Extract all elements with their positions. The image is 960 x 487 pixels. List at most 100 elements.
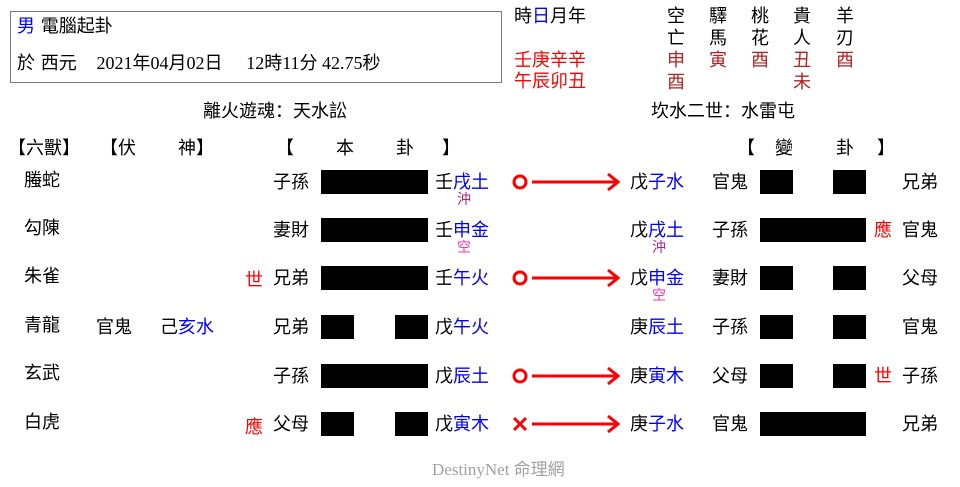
yin-line-left [760,266,793,290]
header-changed-mid1: 變 [775,138,793,159]
header-original-open: 【 [276,138,294,159]
changed-relation-right: 官鬼 [902,220,938,241]
yang-line [760,412,866,436]
changed-najia: 庚寅木 [630,366,684,387]
shi-mark: 世 [245,270,263,291]
changed-relation: 官鬼 [712,172,748,193]
header-line-2: 於 西元 2021年04月02日 12時11分 42.75秒 [17,52,381,75]
pillar-day: 日 [532,6,550,27]
moving-yang-arrow-icon [512,268,620,288]
yang-line [321,170,428,194]
changed-najia: 戊申金 [630,268,684,289]
changed-relation-right: 兄弟 [902,414,938,435]
yin-line-right [833,170,866,194]
pillar-month: 月 [550,6,568,27]
pillar-labels: 時日月年 [514,6,586,28]
changed-relation-right: 兄弟 [902,172,938,193]
ying-mark: 應 [874,220,892,241]
time: 12時11分 42.75秒 [246,53,381,73]
changed-relation: 父母 [712,366,748,387]
najia: 戊寅木 [435,414,489,435]
six-beast: 白虎 [24,412,60,433]
relation: 父母 [273,414,309,435]
relation: 兄弟 [273,317,309,338]
changed-relation-right: 官鬼 [902,317,938,338]
shensha-yangren: 羊 刃 酉 [836,6,854,71]
changed-hexagram-title: 坎水二世：水雷屯 [651,101,795,122]
pillar-branches: 午辰卯丑 [514,71,586,92]
yin-line-left [760,315,793,339]
six-beast: 青龍 [24,315,60,336]
moving-yang-arrow-icon [512,172,620,192]
pillar-stems: 壬庚辛辛 [514,50,586,71]
header-original-mid1: 本 [336,138,354,159]
changed-najia: 庚辰土 [630,317,684,338]
yin-line-right [833,266,866,290]
yin-line-right [395,412,428,436]
yin-line-left [760,170,793,194]
changed-najia: 戊戌土 [630,220,684,241]
shensha-taohua: 桃 花 酉 [751,6,769,71]
yin-line-left [321,412,354,436]
relation: 兄弟 [273,268,309,289]
changed-relation-right: 父母 [902,268,938,289]
header-hidden-close: 神】 [178,138,214,159]
footer-brand: DestinyNet 命理網 [432,460,565,479]
changed-najia: 戊子水 [630,172,684,193]
yang-line [321,364,428,388]
header-line-1: 男 電腦起卦 [17,16,113,38]
shi-mark: 世 [874,366,892,387]
chong-mark: 沖 [652,240,666,256]
header-hidden-open: 【伏 [100,138,136,159]
hidden-relation: 官鬼 [96,317,132,338]
najia: 壬午火 [435,268,489,289]
kong-mark: 空 [457,240,471,256]
najia: 壬戌土 [435,172,489,193]
header-changed-mid2: 卦 [836,138,854,159]
six-beast: 螣蛇 [24,170,60,191]
moving-yin-arrow-icon [512,414,620,434]
najia: 戊辰土 [435,366,489,387]
ying-mark: 應 [245,417,263,438]
yin-line-left [760,364,793,388]
original-hexagram-title: 離火遊魂：天水訟 [203,101,347,122]
changed-relation-right: 子孫 [902,366,938,387]
yang-line [760,218,866,242]
header-changed-close: 】 [877,138,895,159]
shensha-guiren: 貴 人 丑 未 [793,6,811,93]
yin-line-left [321,315,354,339]
pillar-hour: 時 [514,6,532,27]
relation: 子孫 [273,366,309,387]
header-original-close: 】 [442,138,460,159]
changed-relation: 子孫 [712,317,748,338]
pillar-year: 年 [568,6,586,27]
header-changed-open: 【 [737,138,755,159]
shensha-yima: 驛 馬 寅 [709,6,727,71]
najia: 戊午火 [435,317,489,338]
yin-line-right [395,315,428,339]
six-beast: 朱雀 [24,266,60,287]
relation: 妻財 [273,220,309,241]
hidden-najia: 己亥水 [160,317,214,338]
divination-method: 電腦起卦 [40,16,113,37]
header-six-beasts: 【六獸】 [8,138,80,159]
info-box: 男 電腦起卦 於 西元 2021年04月02日 12時11分 42.75秒 [10,11,502,83]
six-beast: 勾陳 [24,218,60,239]
date: 2021年04月02日 [96,53,223,73]
changed-relation: 妻財 [712,268,748,289]
chong-mark: 沖 [457,192,471,208]
changed-najia: 庚子水 [630,414,684,435]
changed-relation: 子孫 [712,220,748,241]
kong-mark: 空 [652,288,666,304]
yang-line [321,218,428,242]
date-prefix: 於 西元 [17,53,77,74]
shensha-kongwang: 空 亡 申 酉 [667,6,685,93]
six-beast: 玄武 [24,363,60,384]
yin-line-right [833,315,866,339]
moving-yang-arrow-icon [512,366,620,386]
relation: 子孫 [273,172,309,193]
gender: 男 [17,16,35,37]
yin-line-right [833,364,866,388]
changed-relation: 官鬼 [712,414,748,435]
najia: 壬申金 [435,220,489,241]
